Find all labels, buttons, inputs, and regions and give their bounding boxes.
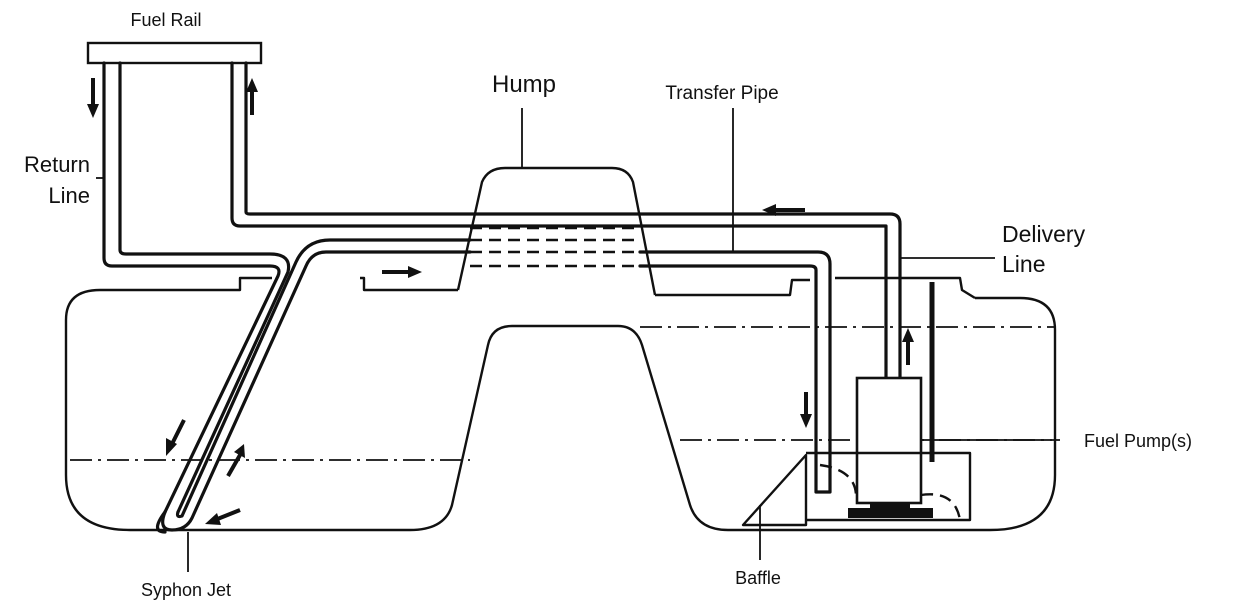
arrow-icon [166,419,186,456]
pump-hose-dashed-2 [920,493,962,521]
arrow-icon [382,266,422,278]
delivery-line-pipe-inner [244,61,902,382]
label-syphon-jet: Syphon Jet [141,580,231,600]
arrow-icon [800,392,812,428]
label-delivery-line-2: Line [1002,251,1045,277]
tank-top-left [235,276,272,292]
fuel-pump-foot [870,502,910,509]
syphon-tube-inner [175,238,472,519]
return-line-pipe-inner [118,61,291,514]
baffle [741,453,808,527]
tank-top-right-2 [835,276,976,300]
pump-reservoir [806,451,972,522]
fuel-pump-base [848,508,933,518]
label-hump: Hump [492,71,556,98]
label-baffle: Baffle [735,568,781,588]
label-fuel-rail: Fuel Rail [130,10,201,30]
arrow-icon [87,78,99,118]
syphon-tube-outer [161,250,472,532]
arrow-icon [246,78,258,115]
transfer-pipe-right [638,250,832,494]
label-delivery-line-1: Delivery [1002,221,1086,247]
pump-hose-dashed [819,463,858,496]
label-return-line-2: Line [48,183,90,208]
tank-top-mid [360,276,458,292]
delivery-line-pipe [230,61,888,382]
syphon-tube-bottom [155,510,167,534]
fuel-rail [86,41,263,65]
return-line-pipe [102,61,281,514]
arrow-icon [902,328,914,365]
arrow-icon [205,508,241,525]
label-transfer-pipe: Transfer Pipe [665,83,778,104]
fuel-pump-body [855,376,923,505]
arrow-icon [226,444,245,477]
tank-top-right [655,278,810,297]
label-fuel-pumps: Fuel Pump(s) [1084,431,1192,451]
hump-exterior [456,166,657,296]
arrow-icon [762,204,805,216]
label-return-line-1: Return [24,152,90,177]
tank-outline [64,288,1057,532]
